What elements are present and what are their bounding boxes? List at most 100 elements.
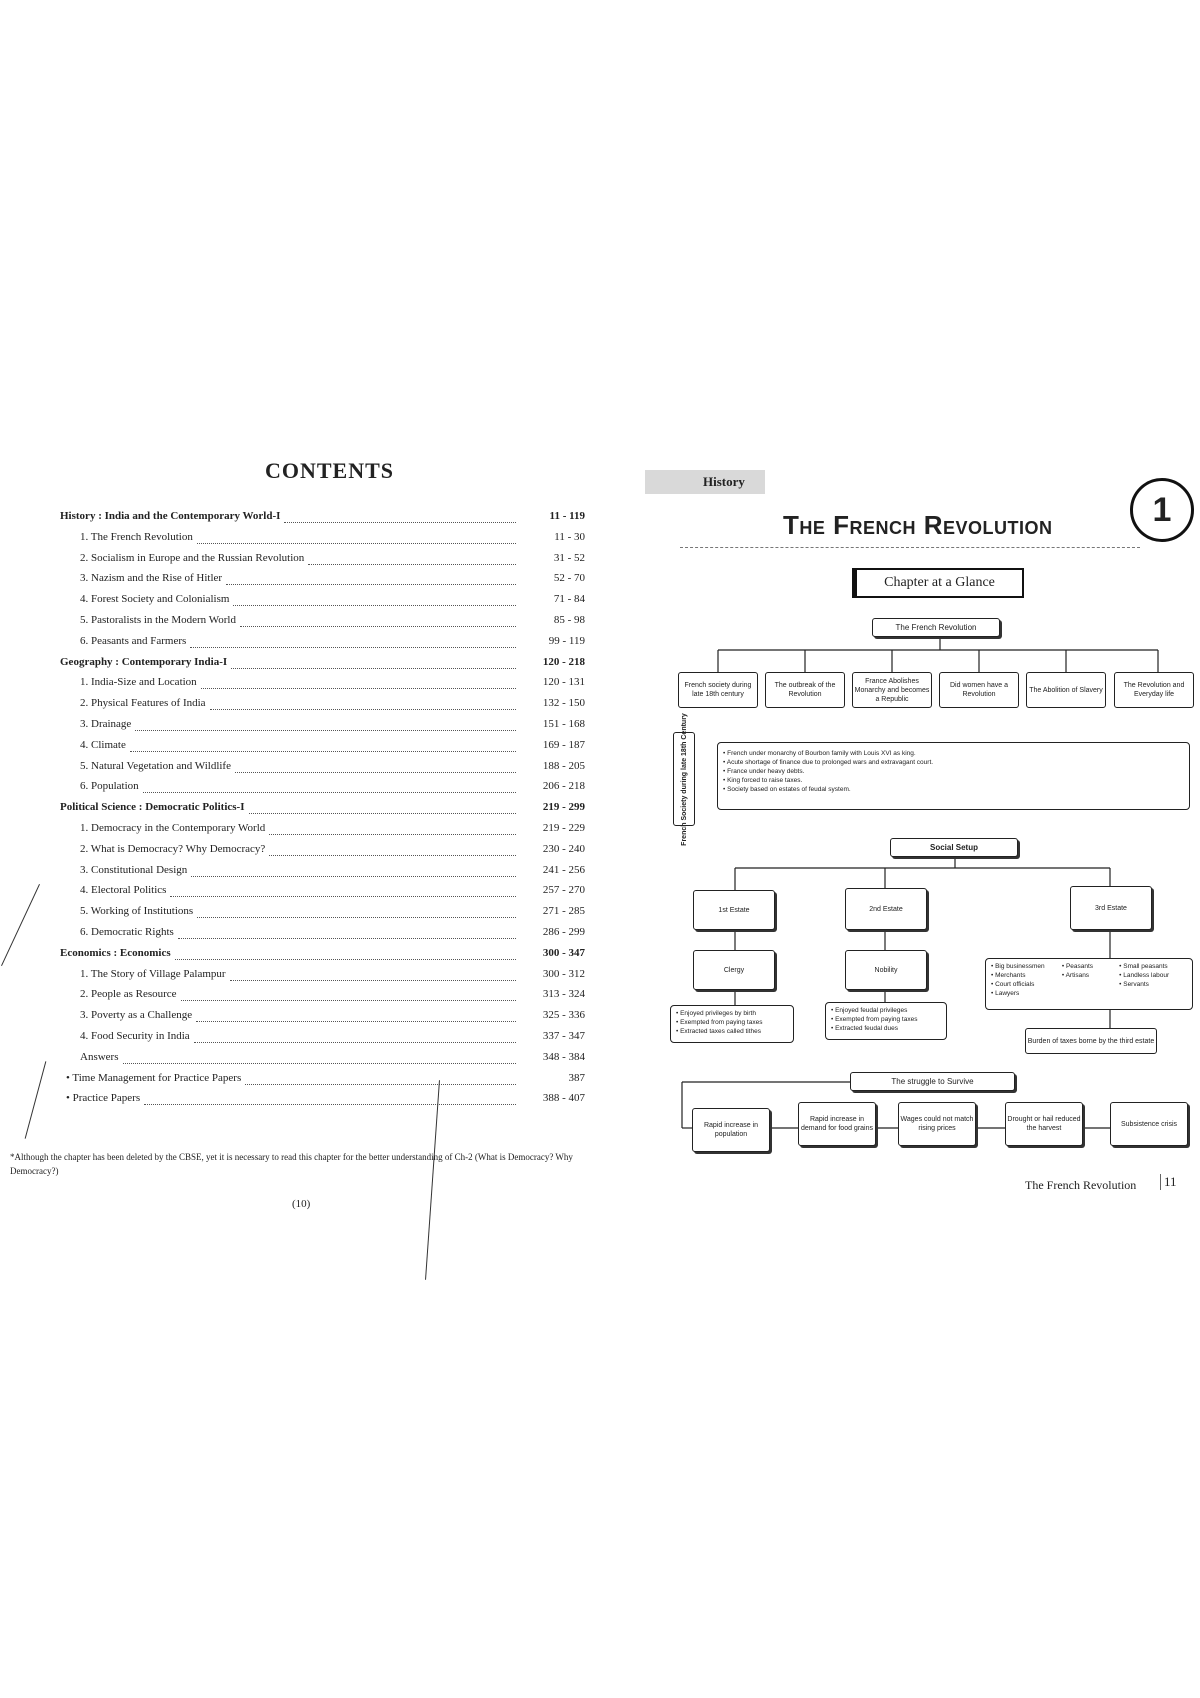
toc-pages: 241 - 256 (542, 863, 585, 876)
toc-pages: 120 - 218 (542, 655, 585, 668)
bullet: • (723, 768, 728, 775)
toc-leader-dots (231, 667, 516, 669)
toc-label: 2. Socialism in Europe and the Russian R… (80, 551, 305, 564)
bullet: • (676, 1028, 681, 1035)
list-item: • Servants (1119, 980, 1187, 989)
toc-leader-dots (230, 979, 516, 981)
list-item: • France under heavy debts. (723, 767, 1184, 776)
list-item: • Court officials (991, 980, 1059, 989)
third-burden-node: Burden of taxes borne by the third estat… (1025, 1028, 1157, 1054)
struggle-step-node: Wages could not match rising prices (898, 1102, 976, 1146)
toc-row: 2. Socialism in Europe and the Russian R… (80, 552, 590, 572)
toc-pages: 257 - 270 (542, 884, 585, 897)
toc-row: Political Science : Democratic Politics-… (60, 801, 590, 821)
bullet: • (991, 972, 996, 979)
bullet: • (676, 1010, 681, 1017)
list-item-text: Exempted from paying taxes (835, 1016, 918, 1023)
toc-pages: 219 - 229 (542, 822, 585, 834)
fr-topic-node: Did women have a Revolution (939, 672, 1019, 708)
toc-leader-dots (210, 709, 516, 711)
clergy-node: Clergy (693, 950, 775, 990)
list-item: • Acute shortage of finance due to prolo… (723, 758, 1184, 767)
chapter-title: The French Revolution (783, 510, 1053, 540)
list-item-text: Landless labour (1123, 972, 1170, 979)
left-page-number: (10) (292, 1198, 311, 1210)
contents-footnote: *Although the chapter has been deleted b… (10, 1152, 573, 1176)
toc-label: 1. India-Size and Location (80, 676, 197, 689)
toc-label: 1. The French Revolution (80, 530, 193, 543)
toc-label: 2. What is Democracy? Why Democracy? (80, 842, 266, 855)
toc-pages: 169 - 187 (542, 738, 585, 751)
toc-label: • Time Management for Practice Papers (66, 1071, 242, 1084)
list-item-text: Exempted from paying taxes (680, 1019, 763, 1026)
chapter-at-a-glance: Chapter at a Glance (855, 568, 1024, 598)
toc-label: 4. Electoral Politics (80, 884, 167, 897)
toc-leader-dots (249, 813, 516, 815)
third-estate-column: • Big businessmen• Merchants• Court offi… (991, 962, 1059, 1006)
fr-topic-node: The outbreak of the Revolution (765, 672, 845, 708)
toc-leader-dots (191, 875, 516, 877)
toc-pages: 132 - 150 (542, 697, 585, 710)
toc-row: 4. Electoral Politics 257 - 270 (80, 884, 590, 904)
toc-pages: 52 - 70 (553, 572, 585, 585)
social-setup-node: Social Setup (890, 838, 1018, 857)
fr-topic-node: French society during late 18th century (678, 672, 758, 708)
toc-leader-dots (240, 626, 516, 627)
toc-pages: 300 - 312 (542, 967, 585, 980)
list-item-text: Artisans (1065, 972, 1090, 979)
toc-label: 2. Physical Features of India (80, 697, 206, 710)
list-item-text: Peasants (1065, 963, 1094, 970)
toc-leader-dots (245, 1083, 516, 1085)
estate-node-1: 1st Estate (693, 890, 775, 930)
toc-pages: 286 - 299 (542, 926, 585, 938)
list-item: • Exempted from paying taxes (831, 1015, 941, 1024)
toc-label: 4. Food Security in India (80, 1030, 190, 1042)
society-vertical-label: French Society during late 18th Century (673, 713, 695, 845)
toc-leader-dots (194, 1042, 516, 1043)
bullet: • (723, 786, 728, 793)
toc-row: 1. India-Size and Location 120 - 131 (80, 676, 590, 696)
list-item: • Landless labour (1119, 971, 1187, 980)
bullet: • (1061, 972, 1066, 979)
bullet: • (991, 981, 996, 988)
bullet: • (1119, 981, 1124, 988)
toc-leader-dots (181, 1000, 516, 1002)
toc-pages: 219 - 299 (542, 801, 585, 814)
toc-label: • Practice Papers (66, 1092, 141, 1105)
struggle-step-node: Subsistence crisis (1110, 1102, 1188, 1146)
toc-leader-dots (197, 917, 516, 919)
toc-pages: 325 - 336 (542, 1009, 585, 1022)
toc-label: Answers (80, 1050, 119, 1063)
toc-leader-dots (201, 688, 516, 690)
list-item: • Society based on estates of feudal sys… (723, 785, 1184, 794)
bullet: • (831, 1025, 836, 1032)
list-item: • Extracted taxes called tithes (676, 1027, 788, 1036)
toc-pages: 206 - 218 (542, 780, 585, 793)
struggle-node: The struggle to Survive (850, 1072, 1015, 1091)
list-item-text: Servants (1123, 981, 1149, 988)
list-item: • Exempted from paying taxes (676, 1018, 788, 1027)
toc-label: 3. Nazism and the Rise of Hitler (80, 572, 223, 585)
toc-label: 5. Natural Vegetation and Wildlife (80, 759, 231, 772)
toc-label: 3. Drainage (80, 718, 132, 730)
toc-leader-dots (123, 1062, 516, 1064)
toc-pages: 300 - 347 (542, 946, 585, 959)
toc-leader-dots (233, 605, 516, 607)
toc-leader-dots (170, 896, 516, 898)
toc-leader-dots (269, 834, 516, 835)
toc-pages: 120 - 131 (542, 676, 585, 689)
toc-label: 5. Working of Institutions (80, 905, 194, 918)
toc-leader-dots (196, 1021, 516, 1023)
bullet: • (1119, 963, 1124, 970)
toc-label: History : India and the Contemporary Wor… (60, 510, 281, 522)
toc-pages: 337 - 347 (542, 1030, 585, 1042)
